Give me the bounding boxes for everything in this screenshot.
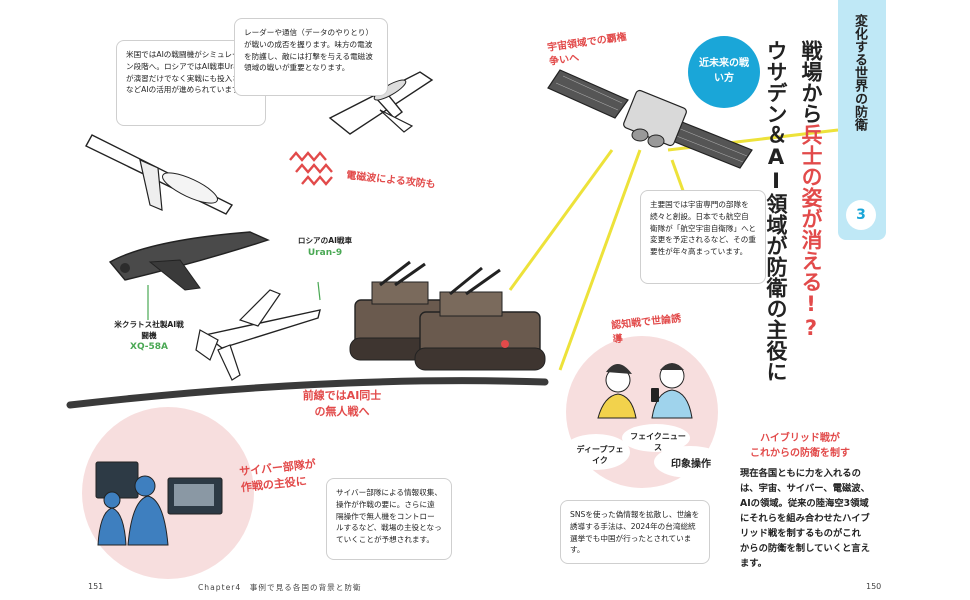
deepfake-cloud bbox=[562, 434, 630, 470]
title-line1: 戦場から兵士の姿が消える!? bbox=[799, 40, 823, 340]
ray-1 bbox=[508, 149, 614, 291]
callout-frontline: 前線ではAI同士の無人戦へ bbox=[302, 389, 382, 418]
fakenews-label: フェイクニュース bbox=[630, 432, 686, 452]
page-number-left: 151 bbox=[88, 582, 104, 591]
title-line1-red: 兵士の姿が消える!? bbox=[799, 124, 823, 340]
chapter-footer: Chapter4 事例で見る各国の背景と防衛 bbox=[198, 583, 362, 592]
deepfake-label: ディープフェイク bbox=[576, 445, 624, 465]
note-radar: レーダーや通信（データのやりとり）が戦いの成否を握ります。味方の電波を防護し、敵… bbox=[234, 18, 388, 96]
ew-wave-icons bbox=[289, 151, 333, 186]
manipulation-label: 印象操作 bbox=[671, 459, 711, 470]
section-tab: 変化する世界の防衛 3 bbox=[838, 0, 886, 240]
cyber-operators-illustration bbox=[95, 461, 223, 546]
satellite-illustration bbox=[547, 69, 753, 169]
label-uran9-prefix: ロシアのAI戦車 bbox=[297, 236, 353, 245]
hybrid-heading-1: ハイブリッド戦が bbox=[760, 433, 840, 444]
ground-line bbox=[66, 377, 549, 409]
note-cyber: サイバー部隊による情報収集、操作が作戦の要に。さらに遠隔操作で無人機をコントロー… bbox=[326, 478, 452, 560]
page-number-right: 150 bbox=[866, 582, 882, 591]
ai-fighter-illustration bbox=[195, 289, 321, 381]
manipulation-cloud bbox=[654, 446, 726, 478]
label-uran9: ロシアのAI戦車 Uran-9 bbox=[290, 236, 360, 259]
xq58a-drone-illustration bbox=[108, 231, 270, 291]
drone-plane-illustration bbox=[85, 134, 234, 215]
people-with-phones-illustration bbox=[597, 363, 693, 419]
label-uran9-name: Uran-9 bbox=[307, 247, 343, 258]
note-sns: SNSを使った偽情報を拡散し、世論を誘導する手法は、2024年の台湾総統選挙でも… bbox=[560, 500, 710, 564]
hybrid-heading-2: これからの防衛を制す bbox=[750, 447, 850, 459]
label-xq58a: 米クラトス社製AI戦闘機 XQ-58A bbox=[112, 320, 186, 354]
badge-near-future: 近未来の戦い方 bbox=[688, 36, 760, 108]
note-space: 主要国では宇宙専門の部隊を続々と創設。日本でも航空自衛隊が「航空宇宙自衛隊」へと… bbox=[640, 190, 766, 284]
section-number: 3 bbox=[846, 200, 876, 230]
label-xq58a-name: XQ-58A bbox=[130, 342, 168, 353]
fakenews-cloud bbox=[622, 424, 690, 452]
ray-2 bbox=[558, 149, 642, 371]
hybrid-body: 現在各国ともに力を入れるのは、宇宙、サイバー、電磁波、AIの領域。従来の陸海空3… bbox=[740, 468, 870, 570]
label-xq58a-prefix: 米クラトス社製AI戦闘機 bbox=[114, 320, 184, 340]
section-tab-label: 変化する世界の防衛 bbox=[852, 14, 867, 131]
hybrid-heading: ハイブリッド戦が これからの防衛を制す bbox=[735, 432, 865, 461]
uran9-tanks-illustration bbox=[349, 260, 546, 371]
title-line2: ウサデン＆AI領域が防衛の主役に bbox=[764, 40, 788, 382]
title-line1-pre: 戦場から bbox=[799, 40, 823, 124]
